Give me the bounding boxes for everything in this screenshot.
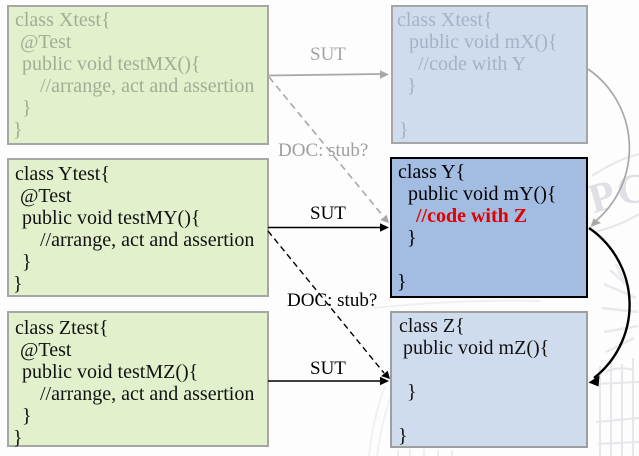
svg-text:P: P (583, 172, 620, 223)
svg-text:C: C (615, 165, 639, 214)
